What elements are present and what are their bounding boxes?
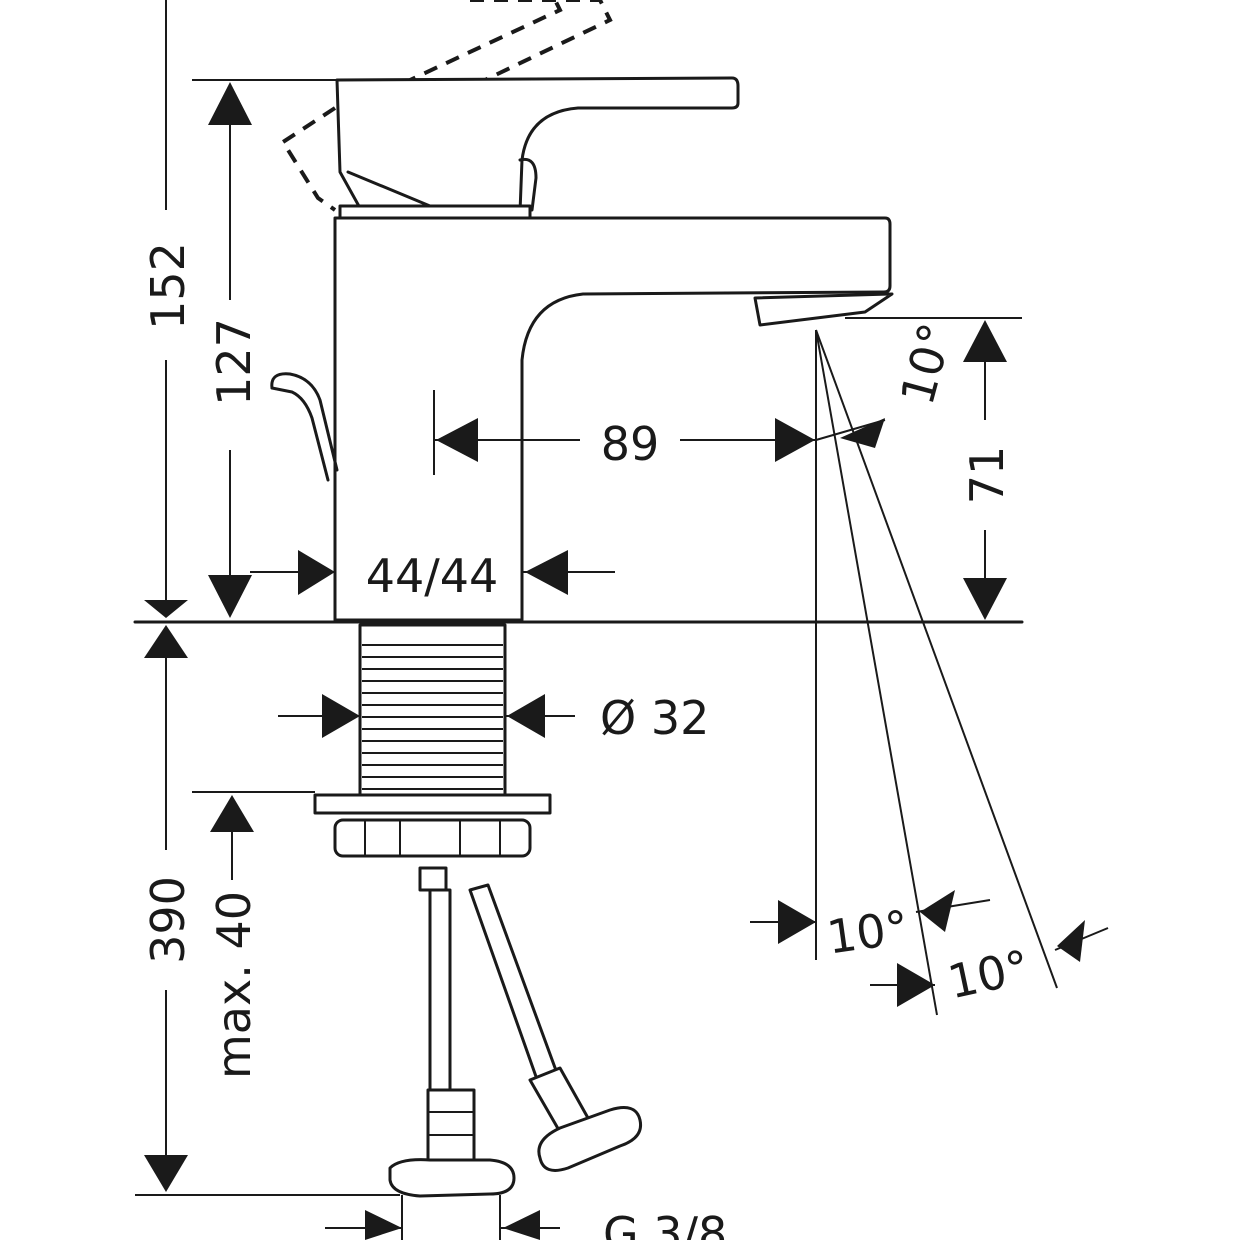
dimension-lines — [135, 0, 1109, 1240]
dim-spout-angle: 10° — [890, 317, 963, 410]
supply-hoses — [388, 866, 643, 1198]
dimension-labels: 152 127 44/44 89 71 10° Ø 32 390 max. 40… — [141, 242, 1034, 1240]
dim-spout-height: 71 — [960, 446, 1014, 505]
dim-hose-length: 390 — [141, 876, 195, 964]
dim-total-height: 152 — [141, 242, 195, 330]
dim-shank-diameter: Ø 32 — [600, 691, 709, 745]
dim-mount-thickness: max. 40 — [207, 891, 261, 1079]
lever-handle — [335, 76, 740, 220]
faucet-body — [333, 216, 894, 622]
dim-base-width: 44/44 — [366, 549, 499, 603]
arrowheads — [144, 82, 1085, 1240]
dim-spout-reach: 89 — [601, 417, 660, 471]
dim-connection-thread: G 3/8 — [603, 1207, 727, 1240]
dim-body-height: 127 — [207, 318, 261, 406]
mounting-nut — [313, 793, 552, 858]
popup-rod — [270, 372, 339, 482]
dim-jet-angle-1: 10° — [824, 900, 912, 965]
threaded-shank — [358, 623, 507, 797]
lever-open-position-dashed — [280, 0, 613, 212]
dim-jet-angle-2: 10° — [943, 939, 1034, 1009]
